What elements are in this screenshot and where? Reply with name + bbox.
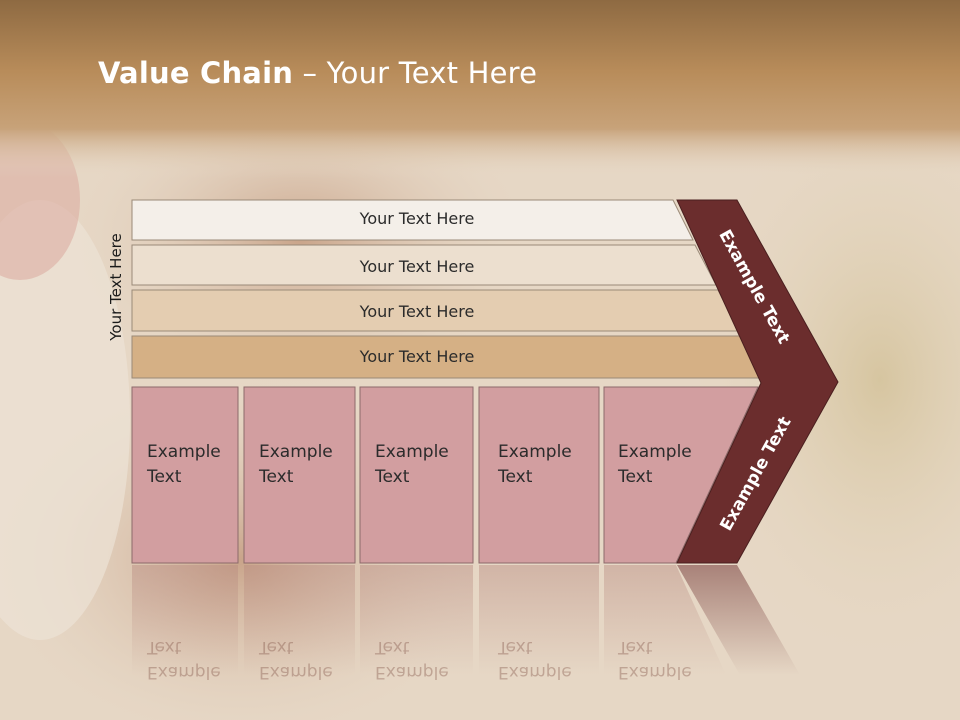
reflection-box-4: [479, 565, 599, 675]
activity-text-1-line1: Example: [147, 442, 221, 462]
activity-text-2-line2: Text: [259, 467, 294, 487]
activity-text-5-reflection-line1: Example: [618, 662, 692, 682]
activity-text-3: Example Text: [375, 440, 449, 490]
activity-text-3-reflection: Example Text: [375, 634, 449, 684]
activity-text-3-reflection-line1: Example: [375, 662, 449, 682]
chevron-arrow: [676, 199, 839, 564]
reflection-box-3: [360, 565, 473, 675]
activity-text-4-reflection-line1: Example: [498, 662, 572, 682]
activity-text-1-reflection-line1: Example: [147, 662, 221, 682]
activity-text-5-reflection-line2: Text: [618, 637, 653, 657]
activity-text-5-reflection: Example Text: [618, 634, 692, 684]
activity-box-3: [359, 386, 474, 564]
activity-text-5-line1: Example: [618, 442, 692, 462]
activity-text-2-reflection-line1: Example: [259, 662, 333, 682]
slide-title-bold: Value Chain: [98, 56, 294, 90]
activity-text-1-reflection: Example Text: [147, 634, 221, 684]
activity-box-4: [478, 386, 600, 564]
activity-text-2: Example Text: [259, 440, 333, 490]
row-label-1: Your Text Here: [359, 209, 475, 228]
row-label-2: Your Text Here: [359, 257, 475, 276]
activity-text-4-reflection-line2: Text: [498, 637, 533, 657]
activity-text-1-line2: Text: [147, 467, 182, 487]
activity-text-1-reflection-line2: Text: [147, 637, 182, 657]
row-label-4: Your Text Here: [359, 347, 475, 366]
activity-text-3-line2: Text: [375, 467, 410, 487]
activity-text-2-reflection: Example Text: [259, 634, 333, 684]
activity-box-1: [131, 386, 239, 564]
row-bar-1: [131, 199, 694, 241]
row-label-3: Your Text Here: [359, 302, 475, 321]
activity-text-1: Example Text: [147, 440, 221, 490]
activity-box-2: [243, 386, 356, 564]
activity-text-2-reflection-line2: Text: [259, 637, 294, 657]
slide-title: Value Chain – Your Text Here: [98, 56, 537, 90]
slide-title-rest: – Your Text Here: [293, 56, 538, 90]
reflection-box-1: [132, 565, 238, 675]
activity-text-4: Example Text: [498, 440, 572, 490]
activity-box-5: [603, 386, 759, 564]
activity-text-2-line1: Example: [259, 442, 333, 462]
reflection-box-5: [604, 565, 726, 675]
activity-text-5-line2: Text: [618, 467, 653, 487]
activity-text-5: Example Text: [618, 440, 692, 490]
activity-text-4-line1: Example: [498, 442, 572, 462]
reflection-box-2: [244, 565, 355, 675]
activity-text-4-reflection: Example Text: [498, 634, 572, 684]
activity-text-3-reflection-line2: Text: [375, 637, 410, 657]
activity-text-4-line2: Text: [498, 467, 533, 487]
activity-text-3-line1: Example: [375, 442, 449, 462]
reflection-chevron: [677, 565, 800, 675]
